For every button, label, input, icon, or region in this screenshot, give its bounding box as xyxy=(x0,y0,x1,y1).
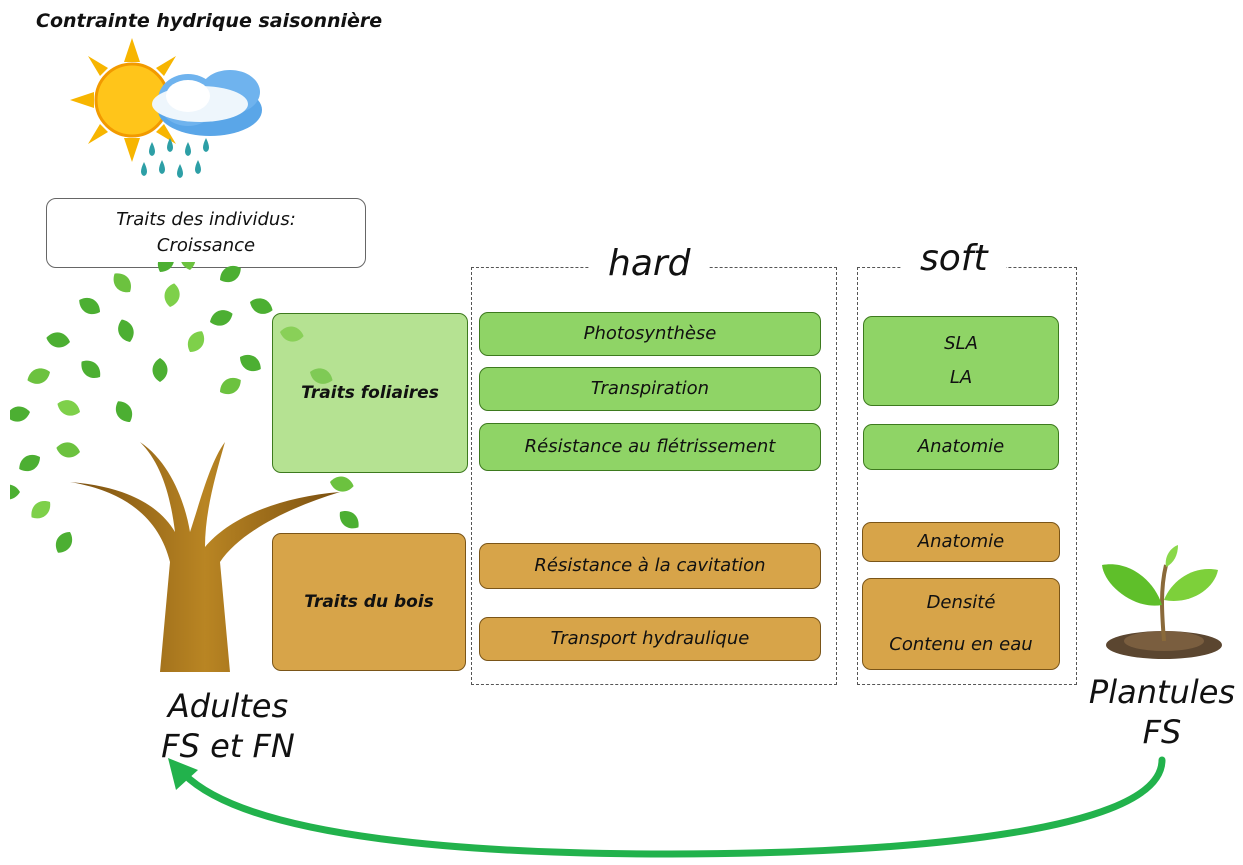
hard-hydraulic-transport: Transport hydraulique xyxy=(479,617,821,661)
soft-leaf-anatomy: Anatomie xyxy=(863,424,1059,470)
hard-label: hard xyxy=(590,243,709,284)
soft-sla-la: SLA LA xyxy=(863,316,1059,406)
seedlings-line2: FS xyxy=(1142,713,1182,751)
seedling-icon xyxy=(1102,545,1222,659)
cloud-icon xyxy=(152,70,262,136)
soft-density-water: Densité Contenu en eau xyxy=(862,578,1060,670)
arrow-head-icon xyxy=(168,758,198,790)
individual-traits-line1: Traits des individus: xyxy=(116,209,296,230)
individual-traits-box: Traits des individus: Croissance xyxy=(46,198,366,268)
soft-density: Densité xyxy=(926,592,996,613)
soft-label: soft xyxy=(902,238,1006,279)
hard-transpiration: Transpiration xyxy=(479,367,821,411)
individual-traits-line2: Croissance xyxy=(156,235,256,256)
rain-drops-icon xyxy=(141,138,209,178)
soft-la: LA xyxy=(949,367,973,388)
tree-icon xyxy=(10,262,364,672)
seedlings-line1: Plantules xyxy=(1088,673,1236,711)
diagram-title: Contrainte hydrique saisonnière xyxy=(36,10,383,32)
wood-traits-box: Traits du bois xyxy=(272,533,466,671)
adults-line1: Adultes xyxy=(167,687,289,725)
sun-cloud-rain-icon xyxy=(70,38,262,178)
hard-cavitation-resistance: Résistance à la cavitation xyxy=(479,543,821,589)
soft-wood-anatomy: Anatomie xyxy=(862,522,1060,562)
tree-trunk xyxy=(70,442,340,672)
hard-wilting-resistance: Résistance au flétrissement xyxy=(479,423,821,471)
hard-photosynthesis: Photosynthèse xyxy=(479,312,821,356)
adults-label: Adultes FS et FN xyxy=(118,686,338,766)
cycle-arrow xyxy=(168,756,1166,858)
leaf-traits-box: Traits foliaires xyxy=(272,313,468,473)
adults-line2: FS et FN xyxy=(161,727,295,765)
seedlings-label: Plantules FS xyxy=(1077,672,1243,752)
soft-sla: SLA xyxy=(944,333,978,354)
soft-water-content: Contenu en eau xyxy=(889,634,1033,655)
